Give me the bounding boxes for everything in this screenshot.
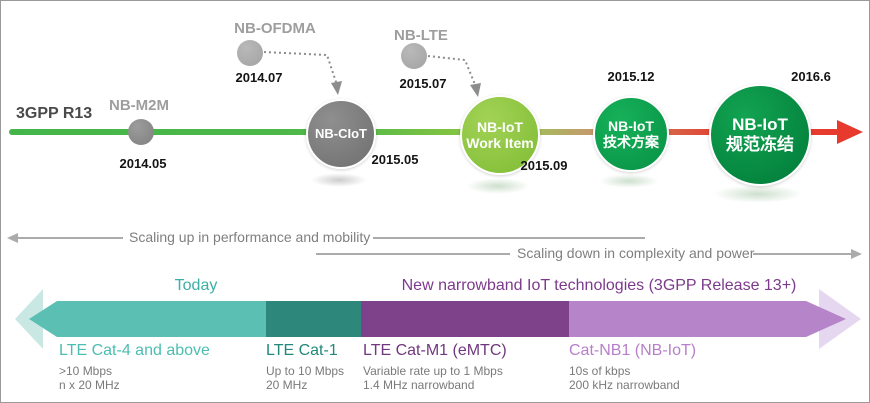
milestone-dot-nb-ofdma: [237, 40, 263, 66]
scaling-down-line: [753, 253, 851, 255]
milestone-date-nb-iot-tech-plan: 2015.12: [607, 69, 655, 84]
circle-text-line2: 技术方案: [603, 134, 659, 150]
today-label: Today: [174, 277, 218, 294]
circle-reflection: [599, 174, 659, 188]
scaling-up-line: [373, 237, 645, 239]
band-info-lte-cat4: LTE Cat-4 and above >10 Mbps n x 20 MHz: [59, 342, 210, 392]
milestone-circle-nb-iot-tech-plan: NB-IoT 技术方案: [593, 96, 669, 172]
circle-text-line1: NB-IoT: [608, 117, 654, 134]
milestone-circle-nb-iot-spec-freeze: NB-IoT 规范冻结: [709, 84, 811, 186]
circle-reflection: [311, 173, 367, 187]
band-right-arrowhead-icon: [806, 301, 846, 337]
milestone-circle-nb-ciot: NB-CIoT: [306, 99, 376, 169]
milestone-date-nb-ciot: 2015.05: [371, 152, 419, 167]
band-detail: Up to 10 Mbps: [266, 364, 345, 378]
milestone-dot-nb-lte: [401, 43, 427, 69]
band-title: LTE Cat-4 and above: [59, 342, 210, 359]
milestone-date-nb-ofdma: 2014.07: [235, 70, 283, 85]
timeline-arrowhead-icon: [837, 120, 863, 144]
band-title: LTE Cat-1: [266, 342, 338, 359]
milestone-circle-nb-iot-work-item: NB-IoT Work Item: [460, 95, 540, 175]
band-detail: 1.4 MHz narrowband: [363, 378, 475, 392]
circle-text-line2: 规范冻结: [726, 135, 794, 154]
band-info-cat-nb1: Cat-NB1 (NB-IoT) 10s of kbps 200 kHz nar…: [569, 342, 696, 392]
band-detail: 200 kHz narrowband: [569, 378, 680, 392]
scaling-down-arrowhead-icon: [851, 249, 862, 259]
milestone-date-nb-iot-spec-freeze: 2016.6: [791, 69, 831, 84]
milestone-date-nb-iot-work-item: 2015.09: [520, 158, 568, 173]
milestone-dot-nb-m2m: [128, 119, 154, 145]
band-detail: >10 Mbps: [59, 364, 113, 378]
scaling-down-line: [316, 253, 510, 255]
circle-text: NB-CIoT: [315, 125, 367, 141]
circle-reflection: [466, 178, 530, 194]
band-segment-lte-cat4: [57, 301, 266, 337]
connector-arrowhead-icon: [331, 81, 342, 95]
milestone-date-nb-m2m: 2014.05: [119, 156, 167, 171]
milestone-date-nb-lte: 2015.07: [399, 76, 447, 91]
milestone-label-nb-lte: NB-LTE: [394, 27, 448, 44]
era-label: 3GPP R13: [16, 105, 93, 122]
new-technologies-label: New narrowband IoT technologies (3GPP Re…: [401, 277, 797, 294]
scaling-down-label: Scaling down in complexity and power: [517, 245, 755, 261]
milestone-label-nb-ofdma: NB-OFDMA: [234, 20, 316, 37]
band-segment-lte-catm1: [361, 301, 569, 337]
timeline-axis: [9, 129, 839, 135]
circle-reflection: [713, 185, 803, 203]
milestone-label-nb-m2m: NB-M2M: [109, 97, 169, 114]
band-segment-cat-nb1: [569, 301, 806, 337]
scaling-up-line: [15, 237, 123, 239]
band-title: LTE Cat-M1 (eMTC): [363, 342, 507, 359]
band-left-arrowhead-icon: [29, 301, 57, 337]
band-detail: n x 20 MHz: [59, 378, 120, 392]
scaling-up-label: Scaling up in performance and mobility: [129, 229, 371, 245]
band-detail: 20 MHz: [266, 378, 308, 392]
connector-arrowhead-icon: [470, 83, 481, 97]
scaling-up-arrowhead-icon: [7, 233, 18, 243]
band-detail: Variable rate up to 1 Mbps: [363, 364, 503, 378]
band-info-lte-catm1: LTE Cat-M1 (eMTC) Variable rate up to 1 …: [363, 342, 507, 392]
circle-text-line1: NB-IoT: [477, 118, 523, 135]
band-info-lte-cat1: LTE Cat-1 Up to 10 Mbps 20 MHz: [266, 342, 344, 392]
circle-text-line2: Work Item: [466, 135, 534, 151]
band-detail: 10s of kbps: [569, 364, 631, 378]
band-title: Cat-NB1 (NB-IoT): [569, 342, 697, 359]
circle-text-line1: NB-IoT: [732, 115, 788, 135]
band-segment-lte-cat1: [266, 301, 361, 337]
